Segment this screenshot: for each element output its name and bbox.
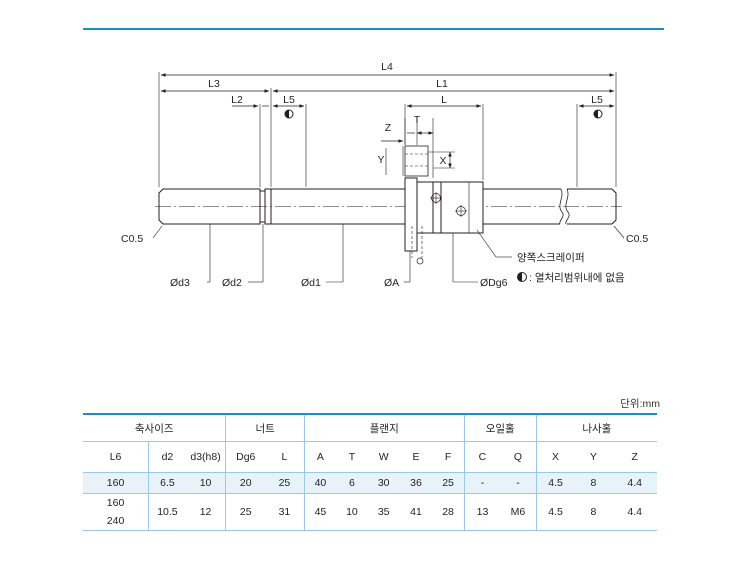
screw-shaft bbox=[155, 188, 622, 225]
scraper-note: 양쪽스크레이퍼 bbox=[517, 252, 585, 264]
cell-d2: 10.5 bbox=[148, 493, 186, 531]
cell-F: 25 bbox=[432, 472, 465, 494]
col-header-F: F bbox=[432, 441, 465, 473]
dim-Z: Z bbox=[385, 122, 392, 134]
header-accent-line bbox=[83, 28, 664, 30]
cell-Z: 4.4 bbox=[612, 493, 657, 531]
col-header-Q: Q bbox=[500, 441, 537, 473]
cell-E: 41 bbox=[399, 493, 433, 531]
col-header-Z: Z bbox=[612, 441, 657, 473]
cell-L: 31 bbox=[265, 493, 305, 531]
dim-T: T bbox=[414, 114, 421, 126]
chamfer-left-label: C0.5 bbox=[121, 233, 143, 245]
group-flange: 플랜지 bbox=[303, 413, 465, 442]
dim-L5-left: L5 bbox=[283, 94, 295, 106]
dim-L4: L4 bbox=[381, 61, 393, 73]
cell-T: 6 bbox=[336, 472, 368, 494]
cell-d3: 10 bbox=[185, 472, 226, 494]
cell-A: 40 bbox=[303, 472, 337, 494]
cell-Dg6: 20 bbox=[225, 472, 266, 494]
heat-treatment-symbol bbox=[284, 109, 603, 282]
cell-C: - bbox=[463, 472, 501, 494]
cell-A: 45 bbox=[303, 493, 337, 531]
col-header-C: C bbox=[463, 441, 501, 473]
group-screw-hole: 나사홀 bbox=[535, 413, 657, 442]
cell-Q: - bbox=[500, 472, 537, 494]
dim-L1: L1 bbox=[436, 78, 448, 90]
unit-note: 단위:mm bbox=[620, 398, 660, 410]
group-shaft-size: 축사이즈 bbox=[83, 413, 226, 442]
spec-table: 축사이즈 너트 플랜지 오일홀 나사홀 L6 d2 d3(h8) Dg6 L A… bbox=[83, 413, 657, 531]
cell-E: 36 bbox=[399, 472, 433, 494]
label-d3: Ød3 bbox=[170, 277, 190, 289]
cell-X: 4.5 bbox=[535, 472, 575, 494]
col-header-Y: Y bbox=[574, 441, 613, 473]
ballscrew-drawing: L4 L3 L1 L2 L5 L L5 T Z Y X C0.5 C0.5 Ød… bbox=[121, 61, 648, 289]
cell-W: 35 bbox=[367, 493, 400, 531]
cell-Y: 8 bbox=[574, 472, 613, 494]
cell-X: 4.5 bbox=[535, 493, 575, 531]
cell-T: 10 bbox=[336, 493, 368, 531]
cell-Z: 4.4 bbox=[612, 472, 657, 494]
label-d1: Ød1 bbox=[301, 277, 321, 289]
cell-d3: 12 bbox=[185, 493, 226, 531]
chamfer-right-label: C0.5 bbox=[626, 233, 648, 245]
dimension-lines bbox=[160, 73, 615, 175]
col-header-E: E bbox=[399, 441, 433, 473]
ball-nut bbox=[402, 145, 484, 265]
label-d2: Ød2 bbox=[222, 277, 242, 289]
table-row: 160 6.5 10 20 25 40 6 30 36 25 - - 4.5 8… bbox=[83, 472, 657, 494]
label-Dg6: ØDg6 bbox=[480, 277, 508, 289]
cell-Dg6: 25 bbox=[225, 493, 266, 531]
col-header-d2: d2 bbox=[148, 441, 186, 473]
group-nut: 너트 bbox=[225, 413, 305, 442]
col-header-Dg6: Dg6 bbox=[225, 441, 266, 473]
col-header-T: T bbox=[336, 441, 368, 473]
dim-L2: L2 bbox=[231, 94, 243, 106]
col-header-X: X bbox=[535, 441, 575, 473]
table-group-header-row: 축사이즈 너트 플랜지 오일홀 나사홀 bbox=[83, 413, 657, 442]
cell-W: 30 bbox=[367, 472, 400, 494]
table-header-row: L6 d2 d3(h8) Dg6 L A T W E F C Q X Y Z bbox=[83, 441, 657, 473]
col-header-d3: d3(h8) bbox=[185, 441, 226, 473]
col-header-A: A bbox=[303, 441, 337, 473]
leader-lines bbox=[152, 224, 625, 283]
cell-L6: 160 bbox=[83, 472, 149, 494]
group-oil-hole: 오일홀 bbox=[463, 413, 537, 442]
cell-F: 28 bbox=[432, 493, 465, 531]
dim-L: L bbox=[441, 94, 447, 106]
heat-treat-note: : 열처리범위내에 없음 bbox=[529, 271, 625, 284]
dim-L5-right: L5 bbox=[591, 94, 603, 106]
dim-L3: L3 bbox=[208, 78, 220, 90]
cell-Y: 8 bbox=[574, 493, 613, 531]
cell-Q: M6 bbox=[500, 493, 537, 531]
cell-C: 13 bbox=[463, 493, 501, 531]
dim-Y: Y bbox=[377, 154, 384, 166]
dim-X: X bbox=[439, 155, 446, 167]
col-header-W: W bbox=[367, 441, 400, 473]
label-A: ØA bbox=[384, 277, 399, 289]
col-header-L6: L6 bbox=[83, 441, 149, 473]
cell-L: 25 bbox=[265, 472, 305, 494]
cell-d2: 6.5 bbox=[148, 472, 186, 494]
col-header-L: L bbox=[265, 441, 305, 473]
